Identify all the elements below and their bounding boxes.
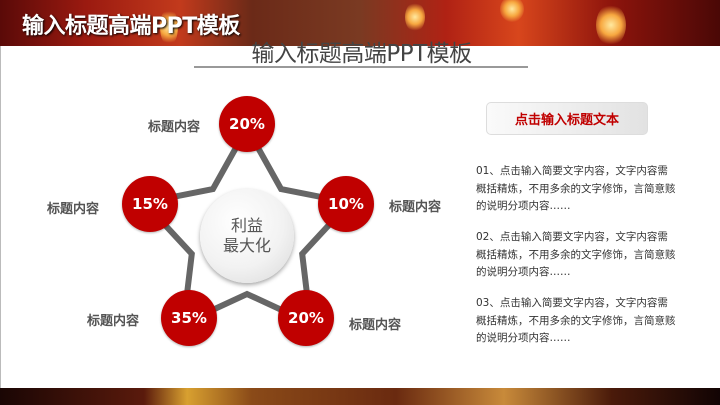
- node-label-right: 标题内容: [389, 200, 442, 215]
- node-bottom-right[interactable]: 20%: [278, 290, 334, 346]
- node-label-bottom-left: 标题内容: [87, 314, 140, 329]
- node-label-left: 标题内容: [47, 202, 100, 217]
- node-bottom-left[interactable]: 35%: [161, 290, 217, 346]
- node-value: 20%: [288, 309, 324, 327]
- header-title: 输入标题高端PPT模板: [22, 14, 240, 39]
- node-value: 10%: [328, 195, 364, 213]
- node-value: 20%: [229, 115, 265, 133]
- node-left[interactable]: 15%: [122, 176, 178, 232]
- slide-subtitle[interactable]: 输入标题高端PPT模板: [251, 41, 472, 67]
- center-line2: 最大化: [222, 236, 271, 255]
- footer-banner-image: [0, 388, 720, 405]
- header-banner-image: [0, 0, 720, 46]
- subtitle-underline: [194, 66, 528, 68]
- center-circle[interactable]: 利益 最大化: [200, 189, 294, 283]
- node-right[interactable]: 10%: [318, 176, 374, 232]
- paragraph-2[interactable]: 02、点击输入简要文字内容，文字内容需概括精炼，不用多余的文字修饰，言简意赅的说…: [476, 231, 676, 278]
- title-text-button[interactable]: 点击输入标题文本: [486, 102, 648, 135]
- center-line1: 利益: [230, 216, 263, 235]
- node-value: 35%: [171, 309, 207, 327]
- node-label-bottom-right: 标题内容: [349, 318, 402, 333]
- node-label-top: 标题内容: [148, 120, 201, 135]
- paragraph-1[interactable]: 01、点击输入简要文字内容，文字内容需概括精炼，不用多余的文字修饰，言简意赅的说…: [476, 165, 676, 212]
- node-top[interactable]: 20%: [219, 96, 275, 152]
- paragraph-3[interactable]: 03、点击输入简要文字内容，文字内容需概括精炼，不用多余的文字修饰，言简意赅的说…: [476, 297, 676, 344]
- node-value: 15%: [132, 195, 168, 213]
